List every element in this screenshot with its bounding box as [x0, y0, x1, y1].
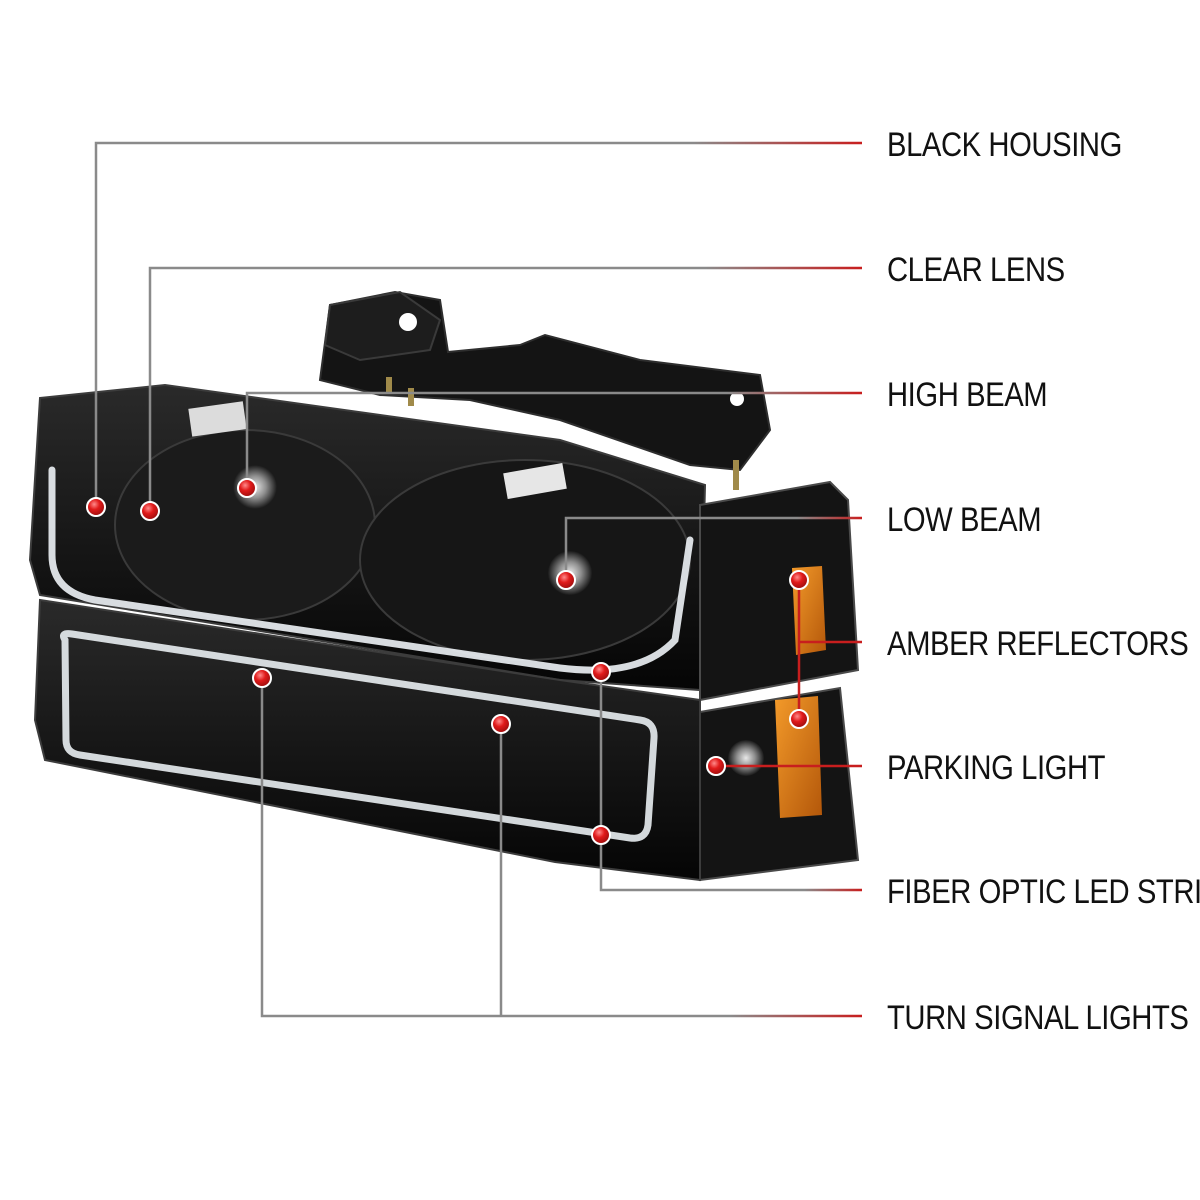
adjuster-screw: [408, 388, 414, 406]
high-beam-reflector: [114, 429, 376, 621]
leader-line-clear-lens: [148, 266, 862, 511]
marker-dots: [86, 478, 809, 845]
leader-line-fiber-optic: [599, 672, 862, 892]
callout-black-housing: BLACK HOUSING: [887, 126, 1122, 164]
turn-signal-led-strip: [60, 630, 658, 842]
callout-low-beam: LOW BEAM: [887, 501, 1042, 539]
marker-dot: [86, 497, 106, 517]
marker-dot: [556, 570, 576, 590]
marker-dot: [252, 668, 272, 688]
dot-label-sticker: [503, 462, 567, 500]
callout-high-beam: HIGH BEAM: [887, 376, 1048, 414]
marker-dot: [237, 478, 257, 498]
marker-dot: [591, 662, 611, 682]
bracket-hole: [399, 313, 417, 331]
headlamp-led-strip: [48, 466, 694, 674]
bracket-hole: [730, 392, 744, 406]
marker-dot: [591, 825, 611, 845]
corner-lamp-upper: [699, 480, 860, 702]
parking-bulb: [728, 740, 764, 776]
barcode-sticker: [188, 401, 247, 437]
headlight-assembly: [28, 290, 860, 882]
turn-signal-housing: [33, 598, 701, 882]
marker-dot: [140, 501, 160, 521]
callout-turn-signal-lights: TURN SIGNAL LIGHTS: [887, 999, 1189, 1037]
marker-dot: [789, 709, 809, 729]
adjuster-screw: [733, 460, 739, 490]
callout-parking-light: PARKING LIGHT: [887, 749, 1106, 787]
callout-fiber-optic-led-strips: FIBER OPTIC LED STRIPS: [887, 873, 1200, 911]
marker-dot: [789, 570, 809, 590]
adjuster-screw: [386, 377, 392, 393]
leader-line-black-housing: [94, 141, 862, 507]
amber-reflector-lower: [775, 696, 822, 818]
leader-line-low-beam: [564, 516, 862, 580]
marker-dot: [706, 756, 726, 776]
callout-amber-reflectors: AMBER REFLECTORS: [887, 625, 1189, 663]
mounting-tab: [323, 290, 442, 362]
marker-dot: [491, 714, 511, 734]
leader-lines: [94, 141, 862, 1018]
callout-clear-lens: CLEAR LENS: [887, 251, 1065, 289]
leader-line-turn-signal: [260, 678, 862, 1018]
leader-line-high-beam: [245, 391, 862, 488]
